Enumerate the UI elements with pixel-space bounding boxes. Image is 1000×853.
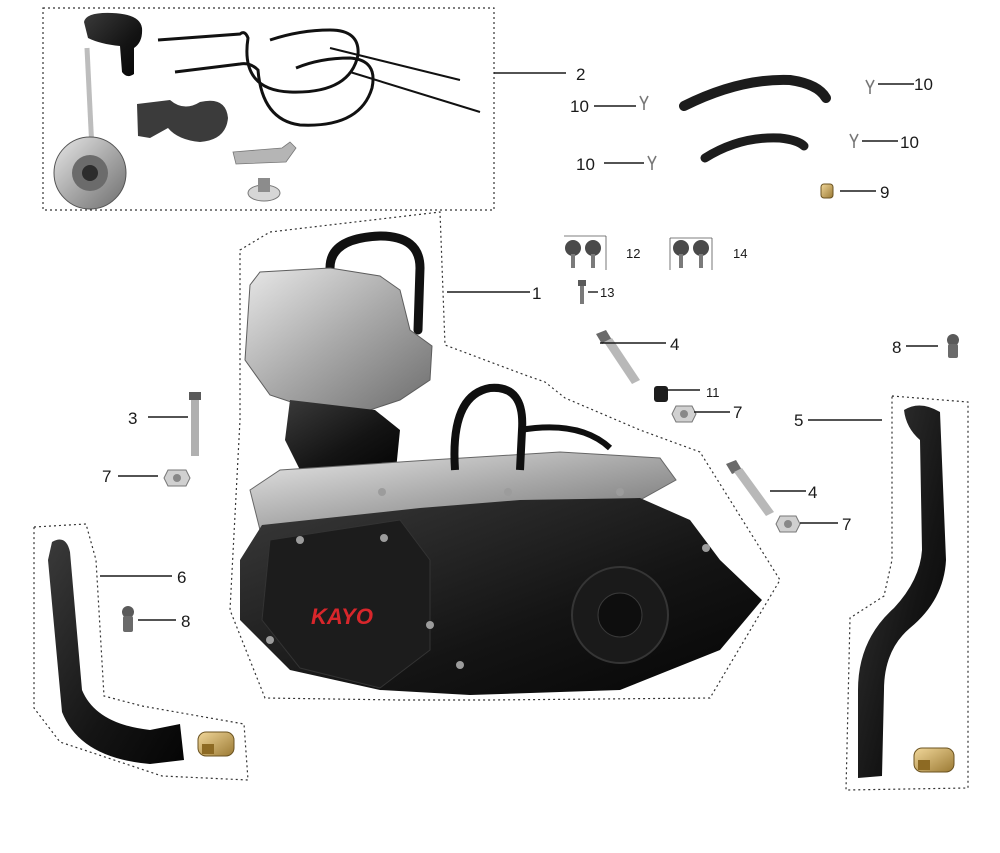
throttle-bracket-part — [137, 100, 228, 142]
callout-5: 5 — [794, 411, 803, 430]
callout-13: 13 — [600, 285, 614, 300]
intake-duct-6-part — [48, 539, 184, 764]
throttle-kit-outline — [42, 7, 495, 211]
callout-10-lower-right: 10 — [900, 133, 919, 152]
intake-duct-6-outline — [33, 523, 249, 781]
throttle-pulley-part — [53, 136, 127, 210]
callout-10-upper-right: 10 — [914, 75, 933, 94]
flange-nut-7-mid-part — [671, 405, 697, 423]
bolt-13-part — [578, 280, 586, 304]
engine-brand-logo: KAYO — [311, 604, 373, 629]
throttle-rod-part — [84, 47, 95, 151]
hose-clamp-5-part — [913, 747, 955, 773]
intake-duct-5-group — [845, 395, 969, 791]
breather-hose-lower-part — [700, 133, 809, 163]
long-bolt-3-part — [189, 392, 201, 456]
callout-2: 2 — [576, 65, 585, 84]
small-bracket-part — [232, 141, 297, 165]
engine-outline — [229, 211, 781, 701]
long-bolt-4-lower-part — [726, 460, 774, 516]
engine-breather-hose — [325, 231, 425, 335]
bolt-8-right-part — [947, 334, 959, 358]
intake-duct-5-outline — [845, 395, 969, 791]
callout-10-lower-left: 10 — [576, 155, 595, 174]
engine-assembly: KAYO — [229, 211, 781, 701]
flange-nut-7-left-part — [163, 469, 191, 487]
engine-coolant-hose — [450, 383, 527, 471]
bolt-sets-group — [564, 235, 713, 304]
callout-7-mid: 7 — [733, 403, 742, 422]
callout-8-right: 8 — [892, 338, 901, 357]
intake-duct-6-group — [33, 523, 249, 781]
callout-6: 6 — [177, 568, 186, 587]
callout-3: 3 — [128, 409, 137, 428]
hose-clips-part — [639, 79, 875, 170]
throttle-kit-group — [42, 7, 495, 211]
bolt-8-left-part — [122, 606, 134, 632]
spacer-11-part — [654, 386, 668, 402]
callout-9: 9 — [880, 183, 889, 202]
callout-4-lower: 4 — [808, 483, 817, 502]
callout-14: 14 — [733, 246, 747, 261]
engine-stator-cover — [261, 519, 431, 689]
bolt-set-12-part — [564, 235, 607, 270]
callout-7-right: 7 — [842, 515, 851, 534]
callout-8-left: 8 — [181, 612, 190, 631]
leader-lines — [100, 72, 938, 621]
callout-11: 11 — [706, 385, 720, 400]
callout-10-upper-left: 10 — [570, 97, 589, 116]
bolt-set-14-part — [669, 237, 713, 270]
throttle-grip-part — [84, 12, 143, 77]
breather-hoses-group — [639, 74, 875, 199]
callout-4-upper: 4 — [670, 335, 679, 354]
loose-fasteners-group — [122, 330, 959, 632]
hose-clamp-small-part — [820, 183, 834, 199]
intake-duct-5-part — [858, 405, 946, 778]
flange-nut-7-right-part — [775, 515, 801, 533]
adjuster-knob-part — [247, 178, 281, 202]
hose-clamp-6-part — [197, 731, 235, 757]
callout-numbers: 2 1 3 4 4 5 6 7 7 7 8 8 9 10 10 10 10 11… — [102, 65, 933, 631]
engine-cylinder — [285, 400, 400, 470]
breather-hose-upper-part — [679, 74, 831, 111]
throttle-cables-part — [157, 28, 481, 127]
long-bolt-4-upper-part — [596, 330, 640, 384]
engine-cylinder-head — [244, 267, 433, 411]
callout-12: 12 — [626, 246, 640, 261]
callout-1: 1 — [532, 284, 541, 303]
engine-cover-bolts — [266, 488, 710, 669]
callout-7-left: 7 — [102, 467, 111, 486]
